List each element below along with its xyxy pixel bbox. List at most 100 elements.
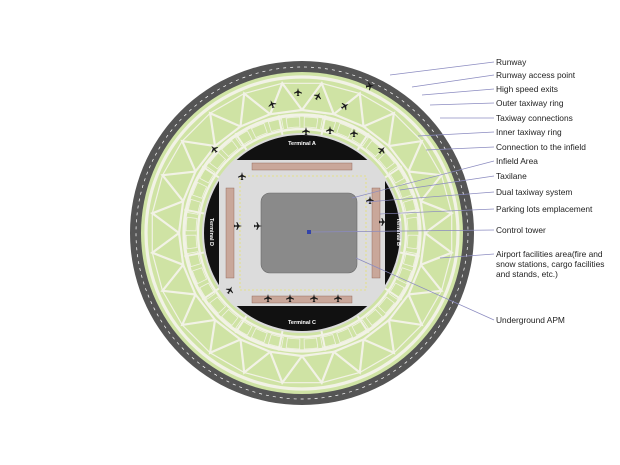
aircraft-icon [340, 102, 349, 111]
middle-band-segment [250, 122, 268, 139]
leader-taxilane [399, 175, 495, 191]
middle-band-segment [336, 122, 354, 139]
label-taxilane: Taxilane [496, 171, 527, 181]
leader-runway [389, 61, 495, 76]
taxiway-connection [277, 115, 284, 136]
leader-dual-taxiway [365, 191, 495, 203]
aircraft-icon [379, 218, 387, 226]
label-airport-facilities: Airport facilities area(fire and snow st… [496, 249, 605, 279]
label-taxiway-connections: Taxiway connections [496, 113, 573, 123]
label-control-tower: Control tower [496, 225, 546, 235]
leader-outer-taxiway [429, 102, 495, 106]
taxiway-connection [277, 330, 284, 351]
middle-band-segment [185, 234, 198, 250]
stands-bottom [251, 295, 353, 304]
aircraft-icon [302, 127, 310, 135]
middle-band-segment [406, 234, 419, 250]
middle-band-segment [396, 267, 413, 285]
label-infield-area: Infield Area [496, 156, 538, 166]
taxiway-connection [399, 251, 420, 258]
taxiway-connection [356, 315, 370, 334]
taxiway-connection [184, 208, 205, 215]
middle-band-segment [388, 282, 405, 300]
outer-triangle-inverse [423, 212, 453, 254]
middle-band-segment [351, 130, 369, 147]
middle-band-segment [377, 296, 396, 314]
taxiway-connection-spokes [184, 115, 420, 351]
taxiway-connection [201, 287, 220, 301]
middle-band-segment [199, 166, 216, 184]
taxiway-connection [384, 287, 403, 301]
middle-band-segment [396, 181, 413, 199]
aircraft-icon [264, 294, 272, 302]
stands-top [251, 162, 353, 171]
middle-band-segment [250, 327, 268, 344]
inner-taxiway-ring-shape [182, 113, 422, 353]
taxiway-connection [320, 330, 327, 351]
leader-apm [355, 257, 495, 321]
aircraft-icon [326, 126, 334, 134]
label-outer-taxiway-ring: Outer taxiway ring [496, 98, 564, 108]
middle-band-segment [365, 308, 383, 327]
middle-band-segment [406, 216, 419, 232]
label-inner-taxiway-ring: Inner taxiway ring [496, 127, 562, 137]
middle-band-segment [191, 181, 208, 199]
label-connection-to-infield: Connection to the infield [496, 142, 586, 152]
middle-band-segment [388, 166, 405, 184]
middle-band-segment [208, 296, 227, 314]
taxiway-connection [234, 315, 248, 334]
middle-band-segment [191, 267, 208, 285]
taxiway-connection [184, 251, 205, 258]
runway-centerline [135, 66, 469, 400]
aircraft-icon [234, 222, 242, 230]
label-high-speed-exits: High speed exits [496, 84, 558, 94]
leader-high-speed [421, 88, 495, 96]
leader-connection-infield [425, 146, 495, 151]
aircraft-icon [366, 196, 374, 204]
aircraft-icon [334, 294, 342, 302]
middle-band-segment [221, 308, 239, 327]
middle-band-segment [235, 130, 253, 147]
middle-band-segment [185, 216, 198, 232]
middle-band-segment [303, 337, 319, 350]
aircraft-icon [254, 222, 262, 230]
stands-left [225, 187, 235, 279]
terminal-d-label: Terminal D [208, 218, 214, 246]
terminal-b-label: Terminal B [395, 218, 401, 246]
aircraft-icon [286, 294, 294, 302]
leader-control-tower [311, 229, 495, 233]
label-runway-access-point: Runway access point [496, 70, 576, 80]
leader-facilities [439, 253, 495, 259]
leader-parking [379, 208, 495, 215]
stands-right [371, 187, 381, 279]
leader-lines [311, 61, 495, 321]
aircraft-markers [211, 82, 387, 302]
aircraft-icon [365, 82, 374, 91]
taxiway-connection [234, 132, 248, 151]
leader-infield [351, 160, 495, 199]
outer-taxiway-ring-shape [144, 75, 460, 391]
label-parking-lots: Parking lots emplacement [496, 204, 593, 214]
control-tower-marker [307, 230, 311, 234]
aircraft-icon [294, 88, 302, 96]
leader-inner-taxiway [417, 131, 495, 137]
middle-band-segment [221, 139, 239, 158]
taxilane-ring [196, 127, 408, 339]
aircraft-icon [377, 146, 385, 155]
terminal-c-label: Terminal C [288, 320, 316, 326]
taxiway-connection [384, 165, 403, 179]
middle-band-segment [303, 116, 319, 129]
aircraft-icon [313, 92, 322, 101]
middle-band-segment [199, 282, 216, 300]
leader-runway-access [411, 74, 495, 88]
outer-triangle-pattern [150, 81, 454, 385]
label-runway: Runway [496, 57, 527, 67]
middle-band-segment [365, 139, 383, 158]
aircraft-icon [225, 286, 234, 295]
aircraft-icon [310, 294, 318, 302]
taxiway-connection [356, 132, 370, 151]
middle-band-segment [285, 116, 301, 129]
aircraft-icon [268, 100, 277, 109]
middle-band-segment [336, 327, 354, 344]
